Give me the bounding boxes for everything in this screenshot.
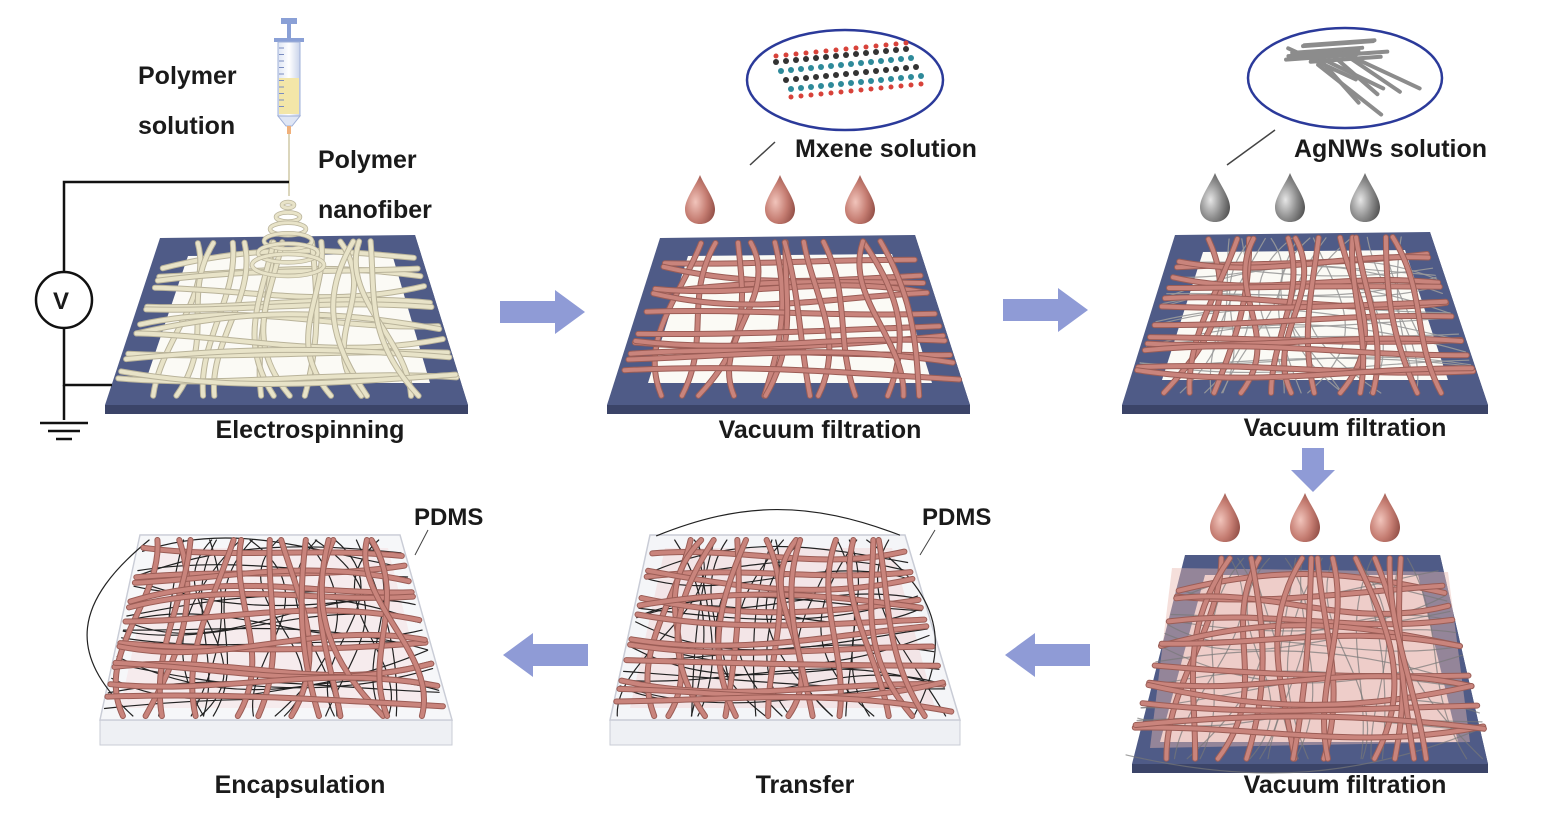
mxene-lattice bbox=[773, 40, 924, 100]
pdms-pointer-transfer bbox=[919, 529, 936, 556]
overlay-layer bbox=[414, 26, 1444, 677]
arrow-to-vacuum-filtration-3 bbox=[1291, 448, 1335, 492]
agnws-solution-label: AgNWs solution bbox=[1294, 135, 1488, 163]
arrow-to-vacuum-filtration-1 bbox=[500, 290, 585, 334]
nanofiber-coil bbox=[249, 199, 327, 279]
step-label-encapsulation: Encapsulation bbox=[214, 771, 386, 799]
mxene-drop-second-1 bbox=[1210, 493, 1240, 542]
agnws-drop-2 bbox=[1275, 173, 1305, 222]
step-label-vacuum-filtration-1: Vacuum filtration bbox=[718, 416, 922, 444]
polymer-fiber-mat bbox=[115, 238, 460, 399]
mxene-fiber-mat-5 bbox=[613, 537, 955, 719]
mxene-drop-2 bbox=[765, 175, 795, 224]
pdms-label-encapsulation: PDMS bbox=[414, 504, 484, 531]
polymer-nanofiber-label-line1: Polymer bbox=[318, 146, 417, 174]
arrow-to-vacuum-filtration-2 bbox=[1003, 288, 1088, 332]
arrow-to-transfer bbox=[1005, 633, 1090, 677]
agnws-structure-callout bbox=[1226, 26, 1444, 166]
step-label-vacuum-filtration-2: Vacuum filtration bbox=[1243, 414, 1447, 442]
agnws-drop-3 bbox=[1350, 173, 1380, 222]
pdms-pointer-encapsulation bbox=[414, 529, 429, 556]
polymer-nanofiber-label-line2: nanofiber bbox=[318, 196, 432, 224]
voltmeter-label: V bbox=[53, 288, 70, 315]
step-label-transfer: Transfer bbox=[755, 771, 855, 799]
mxene-structure-callout bbox=[745, 28, 945, 166]
mxene-fiber-mat-3 bbox=[1134, 234, 1477, 396]
voltmeter-circle bbox=[34, 270, 94, 330]
step-label-vacuum-filtration-3: Vacuum filtration bbox=[1243, 771, 1447, 799]
mxene-drop-second-2 bbox=[1290, 493, 1320, 542]
mxene-fiber-mat-4 bbox=[1131, 555, 1487, 762]
agnws-pointer-line bbox=[1226, 129, 1276, 166]
polymer-solution-label-line2: solution bbox=[138, 112, 236, 140]
syringe bbox=[274, 18, 304, 196]
circuit-wire bbox=[40, 180, 289, 441]
pdms-label-transfer: PDMS bbox=[922, 504, 992, 531]
mxene-drop-3 bbox=[845, 175, 875, 224]
mxene-fiber-mat bbox=[621, 238, 963, 399]
mxene-pointer-line bbox=[749, 141, 776, 166]
polymer-solution-label-line1: Polymer bbox=[138, 62, 237, 90]
arrow-to-encapsulation bbox=[503, 633, 588, 677]
mxene-drop-1 bbox=[685, 175, 715, 224]
step-label-electrospinning: Electrospinning bbox=[215, 416, 405, 444]
mxene-fiber-mat-6 bbox=[104, 537, 446, 719]
agnws-drop-1 bbox=[1200, 173, 1230, 222]
panel-layer bbox=[34, 18, 1488, 774]
mxene-solution-label: Mxene solution bbox=[795, 135, 977, 163]
mxene-drop-second-3 bbox=[1370, 493, 1400, 542]
